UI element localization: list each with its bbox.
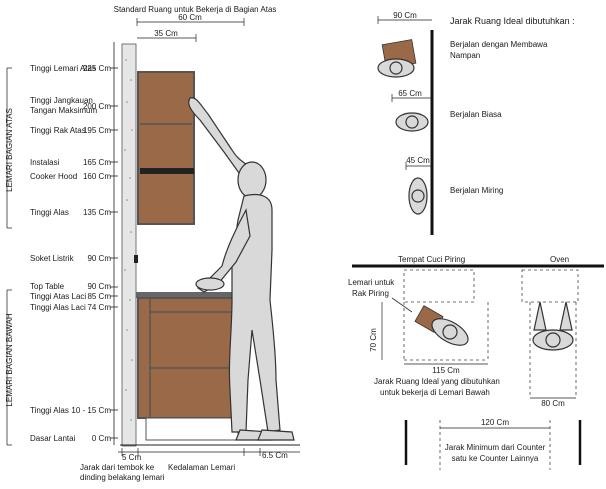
label-value-3: 165 Cm	[83, 158, 111, 167]
label-value-8: 85 Cm	[87, 292, 111, 301]
walk-label-1b: Nampan	[450, 51, 480, 60]
label-name-7: Top Table	[30, 282, 65, 291]
oven-counter	[521, 269, 579, 303]
label-name-0: Tinggi Lemari Atas	[30, 64, 96, 73]
label-value-6: 90 Cm	[87, 254, 111, 263]
countertop	[136, 292, 244, 298]
wall-gap-label: 5 Cm	[122, 453, 141, 462]
plinth	[145, 417, 239, 441]
counter-caption-b: satu ke Counter Lainnya	[452, 454, 539, 463]
walk-width-1: 90 Cm	[393, 11, 417, 20]
label-value-0: 225 Cm	[83, 64, 111, 73]
walk-width-2: 65 Cm	[398, 89, 422, 98]
shelf-label-b: Rak Piring	[352, 289, 389, 298]
cooker-hood	[140, 168, 194, 174]
label-name-4: Cooker Hood	[30, 172, 77, 181]
lower-cabinet	[137, 297, 243, 419]
label-name-11: Dasar Lantai	[30, 434, 76, 443]
label-name-5: Tinggi Alas	[30, 208, 69, 217]
plan-width-label: 115 Cm	[432, 366, 460, 375]
wall	[121, 43, 137, 447]
plan-caption-b: untuk bekerja di Lemari Bawah	[380, 388, 490, 397]
label-name-10: Tinggi Alas	[30, 406, 69, 415]
height-label-names: Tinggi Lemari Atas Tinggi Jangkauan Tang…	[30, 64, 97, 443]
wall-gap-caption-2: dinding belakang lemari	[80, 473, 165, 482]
walk-width-3: 45 Cm	[406, 156, 430, 165]
counter-gap-label: 120 Cm	[481, 418, 509, 427]
worker-figure-oven	[532, 301, 574, 351]
sink-counter	[403, 269, 475, 303]
label-name-9: Tinggi Alas Laci	[30, 303, 86, 312]
socket-icon	[134, 255, 138, 263]
upper-cabinet-label: LEMARI BAGIAN ATAS	[5, 108, 14, 192]
label-value-5: 135 Cm	[83, 208, 111, 217]
walk-sideways-figure	[408, 177, 428, 215]
label-name-3: Instalasi	[30, 158, 60, 167]
height-label-values: 225 Cm 200 Cm 195 Cm 165 Cm 160 Cm 135 C…	[71, 64, 111, 443]
oven-width-label: 80 Cm	[541, 399, 565, 408]
person-figure	[188, 97, 295, 441]
label-name-2: Tinggi Rak Atas	[30, 126, 86, 135]
width-total-label: 60 Cm	[178, 13, 202, 22]
walk-label-3: Berjalan Miring	[450, 186, 503, 195]
label-name-1b: Tangan Maksimum	[30, 106, 97, 115]
label-value-1: 200 Cm	[83, 102, 111, 111]
walk-label-2: Berjalan Biasa	[450, 110, 502, 119]
depth-caption: Kedalaman Lemari	[168, 463, 235, 472]
width-part-label: 35 Cm	[154, 29, 178, 38]
label-value-4: 160 Cm	[83, 172, 111, 181]
label-name-8: Tinggi Atas Laci	[30, 292, 86, 301]
label-value-11: 0 Cm	[92, 434, 111, 443]
sink-label: Tempat Cuci Piring	[398, 255, 465, 264]
top-title: Standard Ruang untuk Bekerja di Bagian A…	[114, 5, 277, 14]
plan-depth-label: 70 Cm	[369, 328, 378, 352]
height-ticks	[110, 67, 118, 439]
label-value-9: 74 Cm	[87, 303, 111, 312]
wall-gap-caption-1: Jarak dari tembok ke	[80, 463, 155, 472]
walk-label-1a: Berjalan dengan Membawa	[450, 40, 548, 49]
walk-normal-figure	[395, 112, 429, 132]
toe-kick-label: 6.5 Cm	[262, 451, 288, 460]
label-value-7: 90 Cm	[87, 282, 111, 291]
label-value-10: 10 - 15 Cm	[71, 406, 111, 415]
label-name-1a: Tinggi Jangkauan	[30, 96, 93, 105]
label-value-2: 195 Cm	[83, 126, 111, 135]
oven-label: Oven	[550, 255, 569, 264]
lower-cabinet-label: LEMARI BAGIAN BAWAH	[5, 313, 14, 406]
counter-caption-a: Jarak Minimum dari Counter	[445, 443, 546, 452]
worker-figure-sink	[414, 305, 469, 346]
right-top-title: Jarak Ruang Ideal dibutuhkan :	[450, 16, 575, 26]
shelf-label-a: Lemari untuk	[348, 278, 395, 287]
walk-tray-figure	[377, 39, 417, 78]
plan-caption-a: Jarak Ruang Ideal yang dibutuhkan	[374, 377, 500, 386]
wall-texture	[124, 59, 133, 421]
label-name-6: Soket Listrik	[30, 254, 75, 263]
upper-cabinet	[137, 71, 195, 225]
